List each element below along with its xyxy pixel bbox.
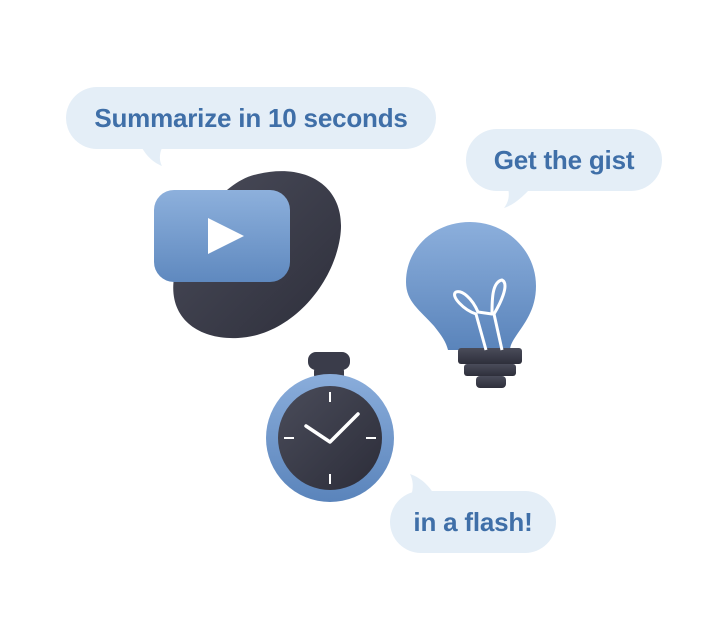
lightbulb-icon xyxy=(406,222,536,388)
play-video-icon xyxy=(154,171,342,339)
gist-text: Get the gist xyxy=(493,144,635,175)
summarize-speech-bubble: Summarize in 10 seconds xyxy=(66,87,436,149)
flash-text: in a flash! xyxy=(413,506,533,537)
stopwatch-icon xyxy=(266,352,394,502)
summarize-text: Summarize in 10 seconds xyxy=(94,102,408,133)
gist-speech-bubble: Get the gist xyxy=(466,129,662,191)
flash-speech-bubble: in a flash! xyxy=(390,491,556,553)
